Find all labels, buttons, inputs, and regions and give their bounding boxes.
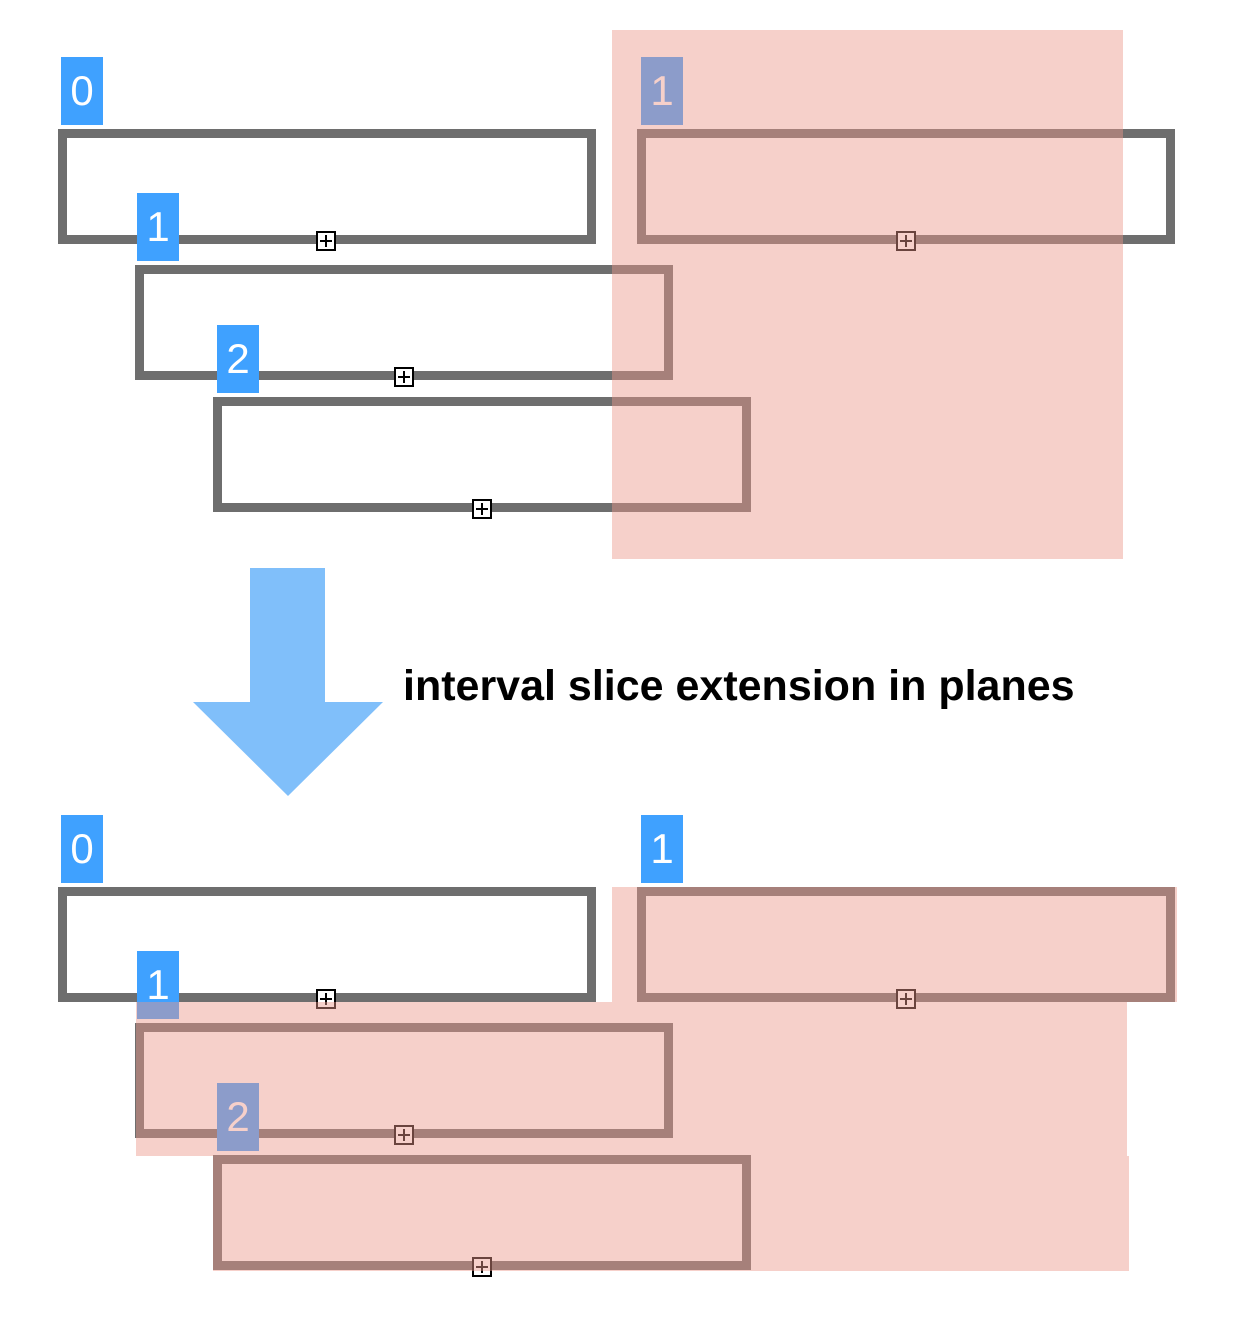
plane-label-1: 1 <box>641 815 683 883</box>
extended-interval-row0 <box>612 887 1177 1002</box>
row-label-2: 2 <box>217 1083 259 1151</box>
crosshair-anchor-icon <box>394 1125 414 1145</box>
crosshair-anchor-icon <box>472 499 492 519</box>
crosshair-anchor-icon <box>316 231 336 251</box>
row-label-1: 1 <box>137 193 179 261</box>
crosshair-anchor-icon <box>896 231 916 251</box>
interval-highlight <box>612 30 1123 559</box>
row-label-2: 2 <box>217 325 259 393</box>
caption: interval slice extension in planes <box>403 662 1075 710</box>
plane-label-1: 1 <box>641 57 683 125</box>
crosshair-anchor-icon <box>394 367 414 387</box>
crosshair-anchor-icon <box>316 989 336 1009</box>
row-label-1: 1 <box>137 951 179 1019</box>
extended-interval-row1 <box>136 1002 1127 1156</box>
down-arrow-icon <box>193 568 383 796</box>
extended-interval-row2 <box>213 1156 1129 1271</box>
slice-box-row1 <box>135 265 673 380</box>
plane-label-0: 0 <box>61 815 103 883</box>
crosshair-anchor-icon <box>472 1257 492 1277</box>
plane-label-0: 0 <box>61 57 103 125</box>
crosshair-anchor-icon <box>896 989 916 1009</box>
